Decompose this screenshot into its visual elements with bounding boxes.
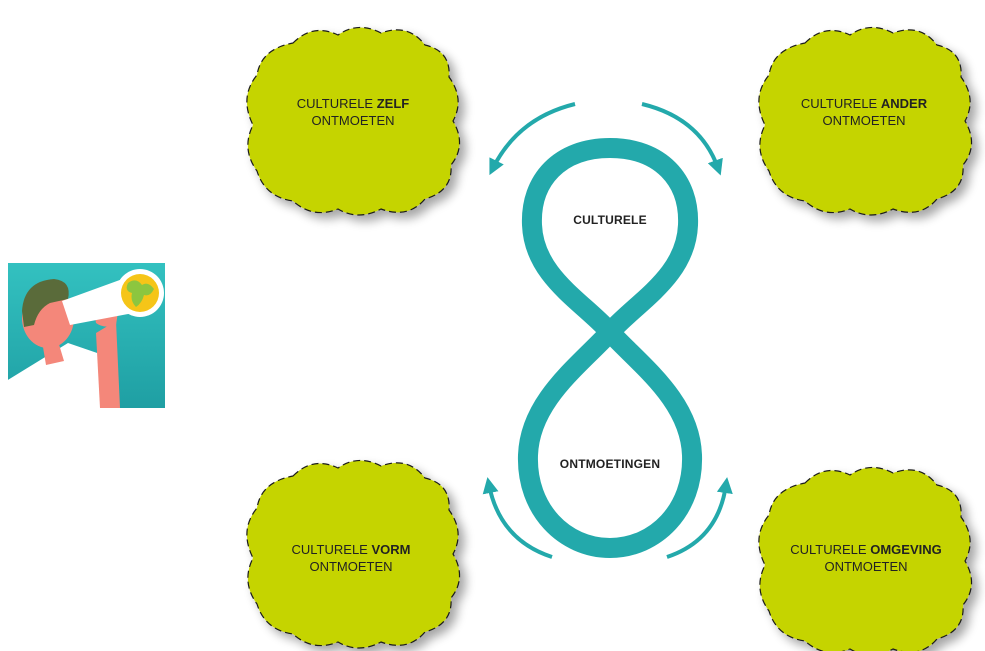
arrow-bottom-left xyxy=(482,477,553,559)
cloud-bottom-right-text: CULTURELE OMGEVING ONTMOETEN xyxy=(766,541,966,575)
figure-eight-loop xyxy=(517,138,703,558)
cloud-bottom-right-title: CULTURELE OMGEVING xyxy=(790,542,942,557)
cloud-top-right-title: CULTURELE ANDER xyxy=(800,96,928,111)
cloud-bottom-left-subtitle: ONTMOETEN xyxy=(309,559,393,574)
center-top-label: CULTURELE xyxy=(573,213,647,227)
cloud-top-left-subtitle: ONTMOETEN xyxy=(311,113,395,128)
cloud-top-right-subtitle: ONTMOETEN xyxy=(822,113,906,128)
cloud-top-left-text: CULTURELE ZELF ONTMOETEN xyxy=(253,95,453,129)
cloud-bottom-right-subtitle: ONTMOETEN xyxy=(824,559,908,574)
cloud-top-right-text: CULTURELE ANDER ONTMOETEN xyxy=(764,95,964,129)
arrow-top-left xyxy=(489,102,576,176)
binoculars-person-globe-icon xyxy=(8,263,165,408)
cloud-bottom-left-text: CULTURELE VORM ONTMOETEN xyxy=(251,541,451,575)
cloud-bottom-left-title: CULTURELE VORM xyxy=(291,542,411,557)
cloud-top-left-title: CULTURELE ZELF xyxy=(296,96,410,111)
arrow-top-right xyxy=(641,102,723,176)
arrow-bottom-right xyxy=(666,477,733,559)
center-bottom-label: ONTMOETINGEN xyxy=(559,457,661,471)
